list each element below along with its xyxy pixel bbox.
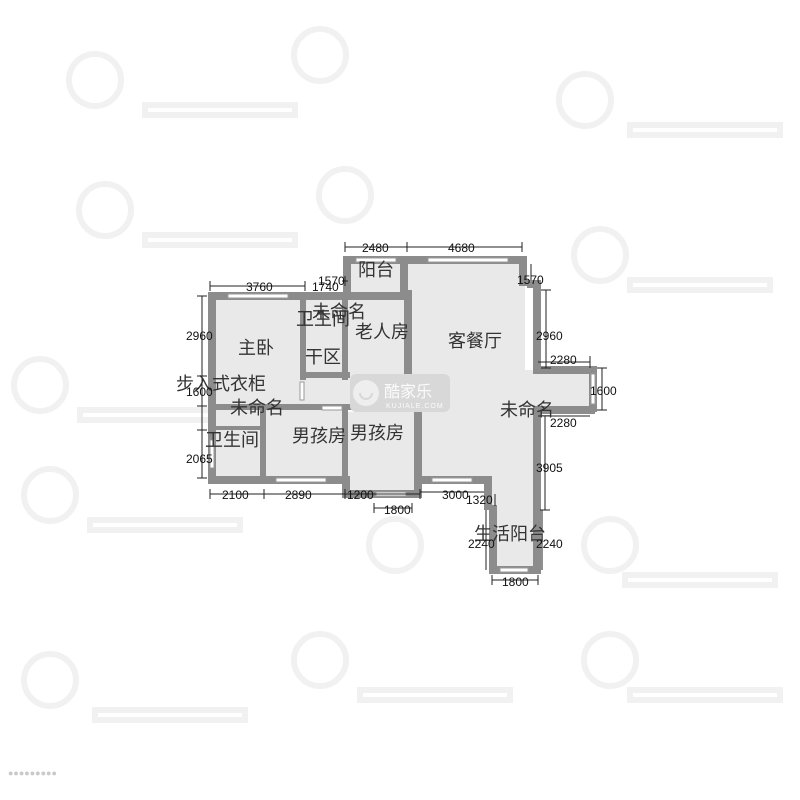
dim-left-1600: 1600 — [186, 385, 213, 399]
dim-bottom-1320: 1320 — [466, 493, 493, 507]
room-labels: 阳台 客餐厅 老人房 未命名 卫生间 主卧 干区 步入式衣柜 未命名 未命名 卫… — [176, 260, 554, 545]
dim-bottom-1800-a: 1800 — [384, 503, 411, 517]
room-label-balcony: 阳台 — [358, 260, 394, 281]
footer-watermark: ●●●●●●●●● — [8, 768, 57, 778]
dim-top-master: 3760 — [246, 280, 273, 294]
room-label-dry-area: 干区 — [305, 347, 341, 368]
dim-left-2065: 2065 — [186, 452, 213, 466]
room-label-boy-room-1: 男孩房 — [292, 426, 346, 447]
brand-name: 酷家乐 — [384, 382, 432, 401]
dim-bottom-2100: 2100 — [222, 488, 249, 502]
brand-watermark: 酷家乐 KUJIALE.COM — [350, 374, 450, 412]
dim-top-balcony: 2480 — [362, 241, 389, 255]
dim-bottom-3000: 3000 — [442, 488, 469, 502]
dim-right-2960: 2960 — [536, 329, 563, 343]
room-label-master-bedroom: 主卧 — [238, 338, 274, 359]
room-label-boy-room-2: 男孩房 — [350, 423, 404, 444]
room-label-bathroom-left: 卫生间 — [205, 430, 259, 451]
dim-bottom-1200: 1200 — [347, 488, 374, 502]
dimension-lines — [197, 242, 607, 585]
room-label-unnamed-mid: 未命名 — [230, 398, 284, 419]
dimension-labels: 2480 4680 3760 1570 1740 1570 2960 2960 … — [186, 241, 617, 589]
dim-sb-left-2240: 2240 — [468, 537, 495, 551]
room-label-bathroom-top: 卫生间 — [296, 309, 350, 330]
dim-right-3905: 3905 — [536, 461, 563, 475]
room-label-elder-room: 老人房 — [355, 322, 409, 343]
dim-right-1570: 1570 — [517, 273, 544, 287]
dim-left-2960: 2960 — [186, 329, 213, 343]
dim-top-1740: 1740 — [312, 280, 339, 294]
room-label-service-balcony: 生活阳台 — [474, 524, 546, 545]
room-label-living-dining: 客餐厅 — [448, 331, 502, 352]
dim-right-1600: 1600 — [590, 384, 617, 398]
dim-sb-bottom-1800: 1800 — [502, 575, 529, 589]
room-label-walk-in-closet: 步入式衣柜 — [176, 374, 266, 395]
watermark-pattern — [11, 26, 783, 723]
dim-right-2280-a: 2280 — [550, 353, 577, 367]
dim-sb-right-2240: 2240 — [536, 537, 563, 551]
dim-top-1570-left: 1570 — [318, 274, 345, 288]
dim-right-2280-b: 2280 — [550, 416, 577, 430]
dim-bottom-2890: 2890 — [285, 488, 312, 502]
room-label-unnamed-top: 未命名 — [312, 302, 366, 323]
room-label-unnamed-right: 未命名 — [500, 400, 554, 421]
brand-sub: KUJIALE.COM — [386, 403, 444, 410]
dim-top-living: 4680 — [448, 241, 475, 255]
